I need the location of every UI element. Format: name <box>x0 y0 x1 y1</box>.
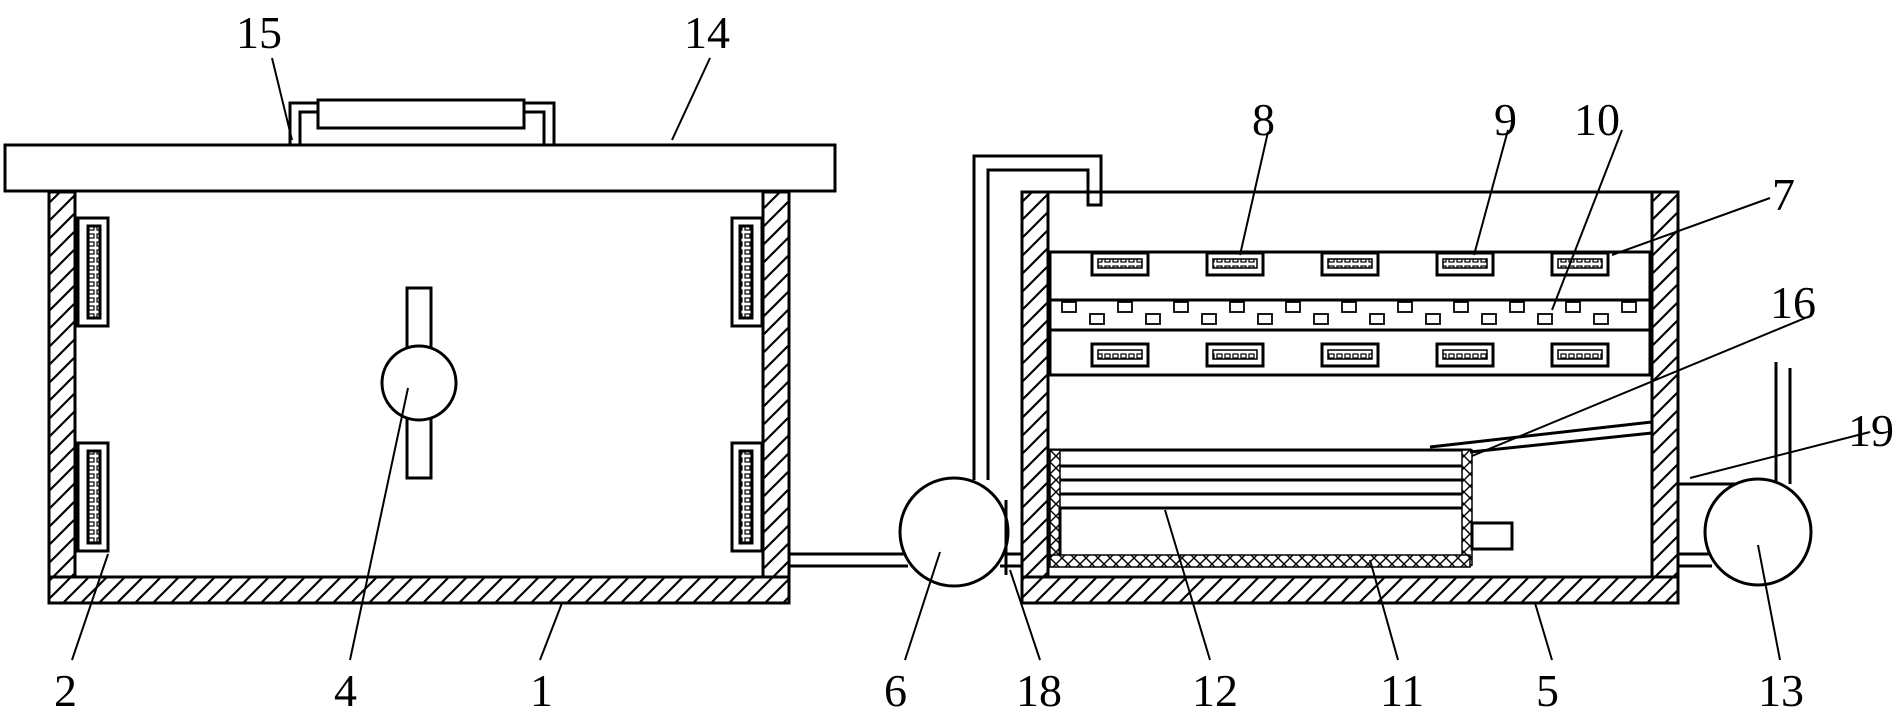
lid <box>3 143 837 193</box>
label-8: 8 <box>1252 94 1275 145</box>
label-11: 11 <box>1380 665 1424 716</box>
label-5: 5 <box>1536 665 1559 716</box>
outlet-pump <box>1703 477 1813 587</box>
label-15: 15 <box>236 7 282 58</box>
pump <box>898 476 1010 588</box>
label-4: 4 <box>334 665 357 716</box>
stirrer <box>380 286 458 480</box>
label-14: 14 <box>684 7 730 58</box>
label-16: 16 <box>1770 277 1816 328</box>
label-6: 6 <box>884 665 907 716</box>
left-tank <box>47 190 791 605</box>
handle <box>288 98 556 145</box>
label-12: 12 <box>1192 665 1238 716</box>
right-tank <box>1020 190 1680 605</box>
label-10: 10 <box>1574 94 1620 145</box>
filter-basket <box>1048 448 1514 568</box>
label-13: 13 <box>1758 665 1804 716</box>
nozzles-top <box>1090 251 1610 277</box>
label-19: 19 <box>1848 405 1894 456</box>
riser-pipe <box>972 154 1103 575</box>
nozzles-middle <box>1061 301 1637 325</box>
inclined-plate <box>1429 420 1653 454</box>
label-1: 1 <box>530 665 553 716</box>
label-9: 9 <box>1494 94 1517 145</box>
connecting-pipe <box>789 552 1022 568</box>
labels: 15 14 8 9 10 7 16 19 2 4 1 6 18 12 11 5 … <box>54 7 1894 716</box>
label-2: 2 <box>54 665 77 716</box>
label-7: 7 <box>1772 169 1795 220</box>
leader-lines <box>71 57 1871 661</box>
label-18: 18 <box>1016 665 1062 716</box>
side-pads <box>76 216 764 553</box>
nozzles-bottom <box>1090 342 1610 368</box>
